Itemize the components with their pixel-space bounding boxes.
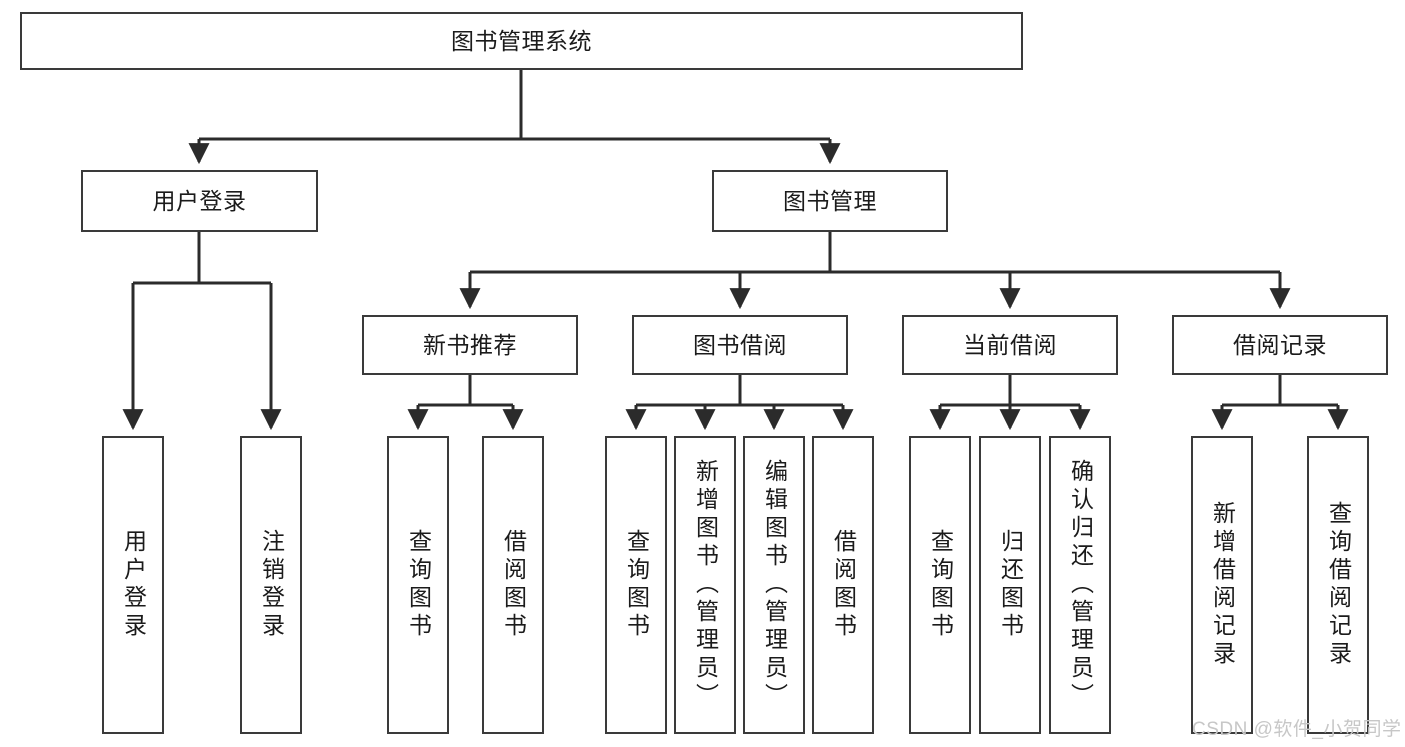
node-user-login[interactable]: 用户登录 (81, 170, 318, 232)
node-current-borrowing[interactable]: 当前借阅 (902, 315, 1118, 375)
leaf-borrow-borrow-books[interactable]: 借阅图书 (812, 436, 874, 734)
leaf-label: 查询图书 (927, 529, 954, 641)
node-label: 新书推荐 (423, 331, 517, 358)
leaf-label: 借阅图书 (500, 529, 527, 641)
node-book-management[interactable]: 图书管理 (712, 170, 948, 232)
leaf-borrow-edit-book-admin[interactable]: 编辑图书（管理员） (743, 436, 805, 734)
leaf-current-return-books[interactable]: 归还图书 (979, 436, 1041, 734)
leaf-label: 借阅图书 (830, 529, 857, 641)
leaf-label: 新增借阅记录 (1209, 501, 1236, 669)
leaf-label: 注销登录 (258, 529, 285, 641)
node-new-book-recommendation[interactable]: 新书推荐 (362, 315, 578, 375)
leaf-record-query-borrow-record[interactable]: 查询借阅记录 (1307, 436, 1369, 734)
leaf-label: 查询图书 (623, 529, 650, 641)
node-label: 用户登录 (152, 187, 247, 214)
node-label: 当前借阅 (963, 331, 1057, 358)
leaf-user-login-signout[interactable]: 注销登录 (240, 436, 302, 734)
leaf-current-query-books[interactable]: 查询图书 (909, 436, 971, 734)
leaf-label: 编辑图书（管理员） (761, 459, 788, 711)
leaf-label: 新增图书（管理员） (692, 459, 719, 711)
leaf-new-book-borrow-books[interactable]: 借阅图书 (482, 436, 544, 734)
leaf-current-confirm-return-admin[interactable]: 确认归还（管理员） (1049, 436, 1111, 734)
leaf-borrow-query-books[interactable]: 查询图书 (605, 436, 667, 734)
leaf-record-add-borrow-record[interactable]: 新增借阅记录 (1191, 436, 1253, 734)
leaf-new-book-query-books[interactable]: 查询图书 (387, 436, 449, 734)
leaf-user-login-signin[interactable]: 用户登录 (102, 436, 164, 734)
node-label: 图书借阅 (693, 331, 787, 358)
node-label: 借阅记录 (1233, 331, 1327, 358)
leaf-label: 查询图书 (405, 529, 432, 641)
leaf-label: 查询借阅记录 (1325, 501, 1352, 669)
leaf-label: 归还图书 (997, 529, 1024, 641)
leaf-label: 用户登录 (120, 529, 147, 641)
csdn-watermark: CSDN @软件_小贺同学 (1192, 719, 1402, 740)
node-book-borrowing[interactable]: 图书借阅 (632, 315, 848, 375)
node-label: 图书管理系统 (451, 27, 592, 54)
node-root-book-management-system[interactable]: 图书管理系统 (20, 12, 1023, 70)
leaf-borrow-add-book-admin[interactable]: 新增图书（管理员） (674, 436, 736, 734)
leaf-label: 确认归还（管理员） (1067, 459, 1094, 711)
node-label: 图书管理 (783, 187, 877, 214)
node-borrowing-record[interactable]: 借阅记录 (1172, 315, 1388, 375)
